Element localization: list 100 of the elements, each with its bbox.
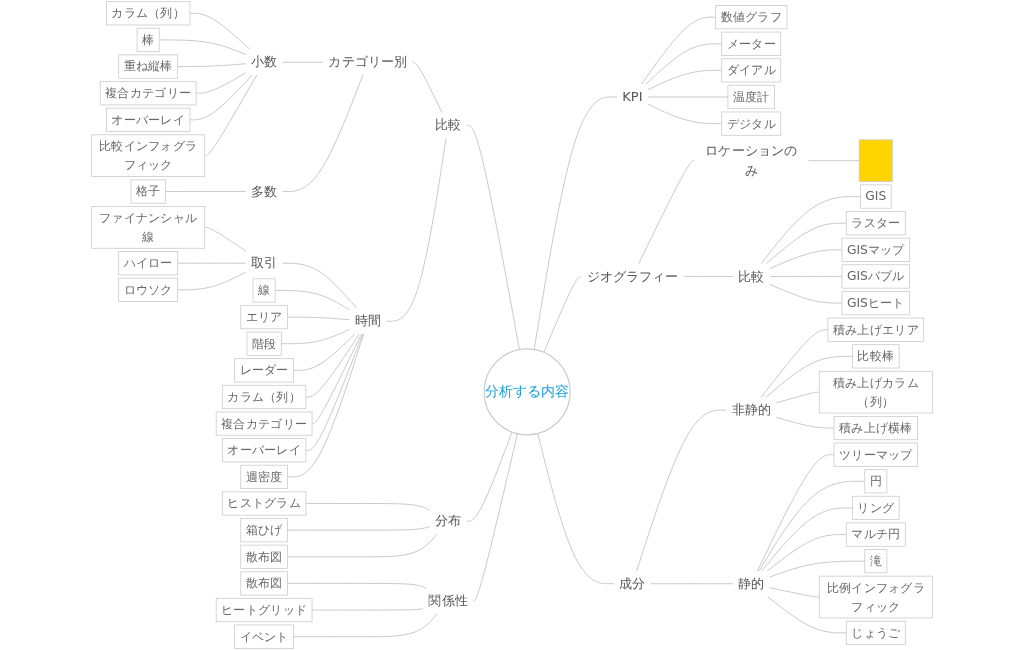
connector <box>765 222 847 265</box>
connector <box>760 196 861 265</box>
node-box: リング <box>852 495 900 520</box>
connector <box>287 582 428 590</box>
connector <box>287 316 351 321</box>
node-box <box>858 139 893 182</box>
node-box: カラム（列） <box>221 384 307 410</box>
connector <box>287 333 365 478</box>
node-circle: 分析する内容 <box>483 348 571 436</box>
node-box: ハイロー <box>118 251 179 276</box>
node-box: マルチ円 <box>845 522 906 547</box>
node-box: 箱ひげ <box>240 518 288 543</box>
node-box: 積み上げ横棒 <box>833 415 918 441</box>
connector <box>280 328 351 345</box>
node-box: オーバーレイ <box>221 438 307 463</box>
node-text: ロケーションのみ <box>705 142 798 178</box>
connector <box>204 226 247 252</box>
node-box: 比例インフォグラフィック <box>818 575 933 619</box>
node-box: 積み上げエリア <box>827 317 925 342</box>
connector <box>177 63 247 68</box>
node-box: 温度計 <box>727 84 775 110</box>
connector <box>533 96 618 350</box>
node-text: 成分 <box>619 575 646 592</box>
node-box: 比較棒 <box>852 344 900 369</box>
node-box: ツリーマップ <box>833 442 918 467</box>
connector <box>768 283 843 304</box>
node-box: 階段 <box>246 331 282 356</box>
connector <box>635 409 728 572</box>
node-box: ダイアル <box>721 58 782 83</box>
node-box: 棒 <box>136 27 160 53</box>
node-box: ラスター <box>845 211 906 236</box>
node-box: 複合カテゴリー <box>215 411 313 436</box>
node-box: 重ね縦棒 <box>118 54 179 79</box>
node-box: イベント <box>234 624 295 649</box>
node-box: ファイナンシャル線 <box>91 206 206 249</box>
node-text: カテゴリー別 <box>328 54 408 70</box>
node-text: 多数 <box>251 183 278 199</box>
connector <box>281 74 364 193</box>
connector <box>682 275 734 277</box>
connector <box>760 507 853 572</box>
connector <box>281 61 324 63</box>
connector <box>807 160 860 162</box>
node-box: 複合カテゴリー <box>99 81 197 106</box>
node-text: 関係性 <box>428 592 468 609</box>
node-text: KPI <box>622 88 643 105</box>
connector <box>765 355 853 399</box>
connector <box>293 333 356 371</box>
connector <box>766 595 847 634</box>
connector <box>177 271 247 291</box>
node-text: 取引 <box>251 255 278 271</box>
connector <box>472 433 518 602</box>
node-box: 散布図 <box>240 571 288 596</box>
node-text: 小数 <box>251 54 278 70</box>
node-box: 積み上げカラム（列） <box>818 370 933 414</box>
connector <box>647 69 723 91</box>
node-box: 数値グラフ <box>715 5 788 30</box>
node-box: ヒストグラム <box>221 491 307 516</box>
connector <box>305 333 361 398</box>
connector <box>768 249 843 270</box>
connector <box>537 433 615 585</box>
connector <box>311 333 363 425</box>
connector <box>645 43 723 86</box>
node-box: 線 <box>252 278 276 303</box>
node-text: 静的 <box>738 575 765 592</box>
connector <box>543 275 583 353</box>
connector <box>650 583 734 585</box>
connector <box>195 72 247 94</box>
node-box: カラム（列） <box>106 1 191 26</box>
node-box: 滝 <box>864 549 888 574</box>
connector <box>768 560 866 578</box>
connector <box>465 431 513 522</box>
connector <box>164 191 247 193</box>
connector <box>760 329 829 399</box>
connector <box>189 12 252 51</box>
node-box: GISマップ <box>841 237 911 262</box>
connector <box>637 160 696 265</box>
node-box: GISバブル <box>841 264 911 289</box>
node-box: 週密度 <box>240 464 288 489</box>
node-text: 比較 <box>738 268 765 284</box>
node-box: ロウソク <box>118 277 179 302</box>
connector <box>274 290 351 311</box>
node-box: オーバーレイ <box>106 107 191 132</box>
connector <box>177 262 247 264</box>
node-box: 比較インフォグラフィック <box>91 134 206 177</box>
connector <box>647 103 723 125</box>
node-box: GISヒート <box>841 291 911 316</box>
connector <box>766 534 847 572</box>
node-text: 非静的 <box>731 401 771 418</box>
node-box: GIS <box>860 184 892 209</box>
connector <box>756 454 835 572</box>
node-box: デジタル <box>721 111 782 136</box>
connector <box>411 61 443 114</box>
connector <box>204 74 258 157</box>
connector <box>775 416 835 429</box>
node-box: 円 <box>864 469 888 494</box>
connector <box>158 39 247 56</box>
connector <box>281 262 358 310</box>
connector <box>293 612 439 638</box>
connector <box>758 480 866 572</box>
node-box: ヒートグリッド <box>215 597 313 623</box>
